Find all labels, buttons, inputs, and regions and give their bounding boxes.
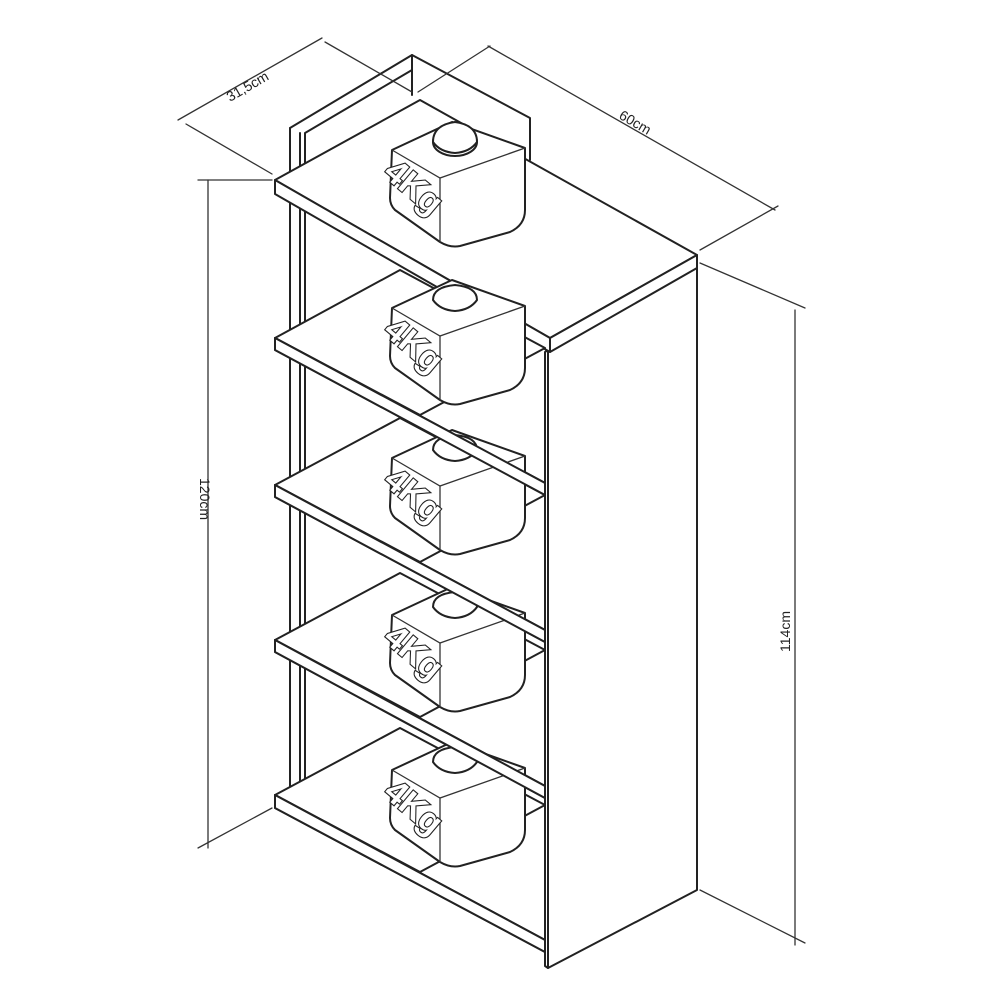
shelf-front-edges bbox=[274, 337, 546, 953]
depth-label: 31,5cm bbox=[224, 68, 272, 105]
width-label: 60cm bbox=[617, 107, 655, 138]
dimension-total-height: 120cm bbox=[197, 179, 273, 849]
weight-4: 4Kg bbox=[376, 586, 526, 713]
dimension-body-height: 114cm bbox=[699, 262, 806, 946]
side-panel bbox=[544, 262, 698, 969]
body-height-label: 114cm bbox=[777, 611, 793, 652]
back-panel bbox=[289, 54, 531, 809]
weight-1: 4Kg bbox=[376, 121, 526, 248]
total-height-label: 120cm bbox=[197, 478, 213, 520]
